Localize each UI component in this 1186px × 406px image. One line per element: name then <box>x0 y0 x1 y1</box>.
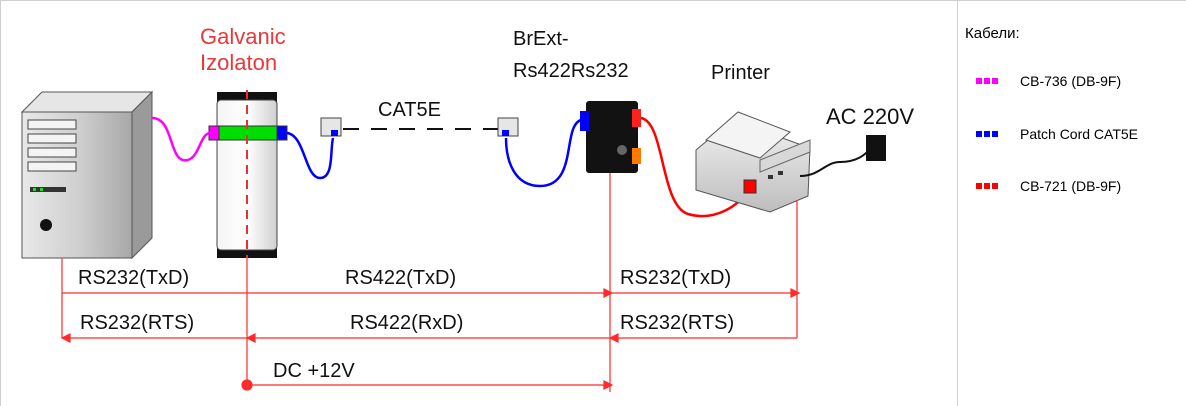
printer-icon <box>695 111 811 213</box>
signal-dc: DC +12V <box>273 360 355 382</box>
legend-label: Patch Cord CAT5E <box>1020 126 1139 142</box>
red-swatch-icon <box>976 183 998 189</box>
cat5e-label: CAT5E <box>378 99 441 121</box>
cable-patch-right <box>504 118 582 188</box>
brext-label: BrExt- Rs422Rs232 <box>513 28 629 82</box>
signal-rs232-txd-left: RS232(TxD) <box>78 267 189 289</box>
connection-diagram: Galvanic Izolaton CAT5E BrExt- Rs422Rs23… <box>20 24 914 392</box>
magenta-swatch-icon <box>976 78 998 84</box>
pc-tower-icon <box>20 90 154 260</box>
power-plug-icon <box>866 135 886 161</box>
cable-cb736 <box>151 116 211 162</box>
legend-item-patch-cord: Patch Cord CAT5E <box>976 125 1138 143</box>
cable-legend: Кабели: CB-736 (DB-9F) Patch Cord CAT5E … <box>962 0 1186 406</box>
panel-divider <box>957 0 958 406</box>
power-cable <box>799 145 875 177</box>
signal-rs422-rxd: RS422(RxD) <box>350 312 463 334</box>
ac-label: AC 220V <box>826 104 914 129</box>
legend-label: CB-736 (DB-9F) <box>1020 73 1122 89</box>
legend-item-cb736: CB-736 (DB-9F) <box>976 72 1121 90</box>
legend-item-cb721: CB-721 (DB-9F) <box>976 177 1121 195</box>
signal-lines <box>60 173 801 392</box>
signal-rs232-rts-left: RS232(RTS) <box>80 312 194 334</box>
legend-title: Кабели: <box>965 25 1020 42</box>
legend-label: CB-721 (DB-9F) <box>1020 178 1122 194</box>
cable-patch-left <box>286 131 335 180</box>
signal-rs422-txd: RS422(TxD) <box>345 267 456 289</box>
signal-rs232-rts-right: RS232(RTS) <box>620 312 734 334</box>
brext-converter-icon <box>580 101 641 173</box>
cable-cb721 <box>640 116 750 218</box>
signal-rs232-txd-right: RS232(TxD) <box>620 267 731 289</box>
blue-swatch-icon <box>976 131 998 137</box>
galvanic-label: Galvanic Izolaton <box>200 24 292 75</box>
printer-label: Printer <box>711 62 770 84</box>
